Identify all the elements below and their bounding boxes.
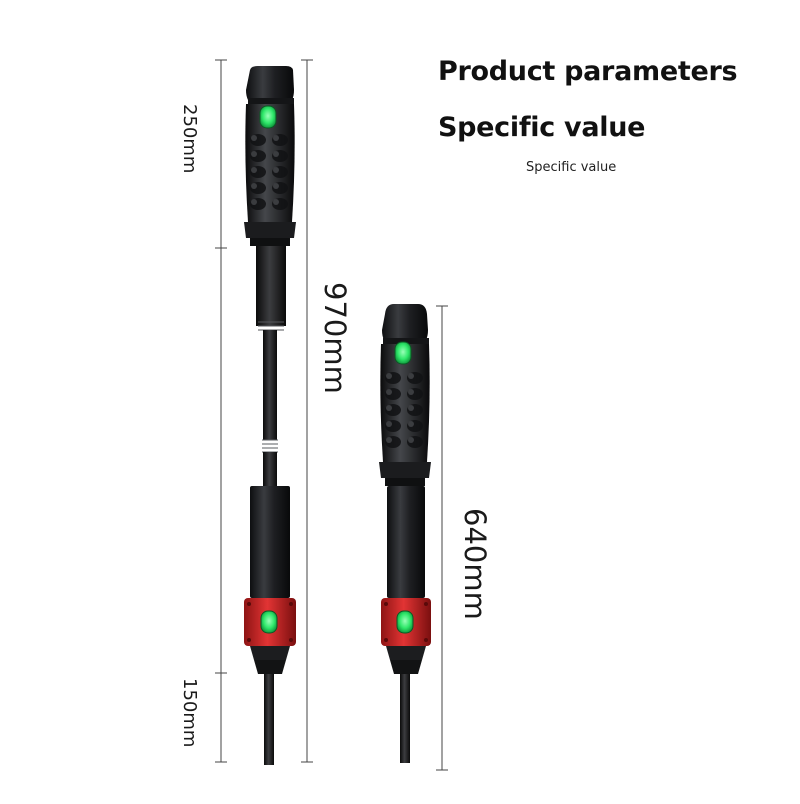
page-title: Product parameters <box>438 56 738 87</box>
tip-length-label: 150mm <box>179 678 200 748</box>
caption-text: Specific value <box>526 160 617 175</box>
indicator-light-icon <box>259 105 277 129</box>
red-collar-icon <box>244 598 296 646</box>
section-subtitle: Specific value <box>438 112 646 143</box>
long-tester-tool <box>244 66 296 765</box>
short-tester-tool <box>379 304 431 763</box>
dimension-lines-left <box>215 59 313 763</box>
red-collar-icon <box>381 598 431 646</box>
total-length-label: 970mm <box>318 282 352 394</box>
short-length-label: 640mm <box>458 508 492 620</box>
handle-length-label: 250mm <box>179 104 200 174</box>
indicator-light-icon <box>394 341 412 365</box>
dimension-lines-right <box>436 305 448 771</box>
